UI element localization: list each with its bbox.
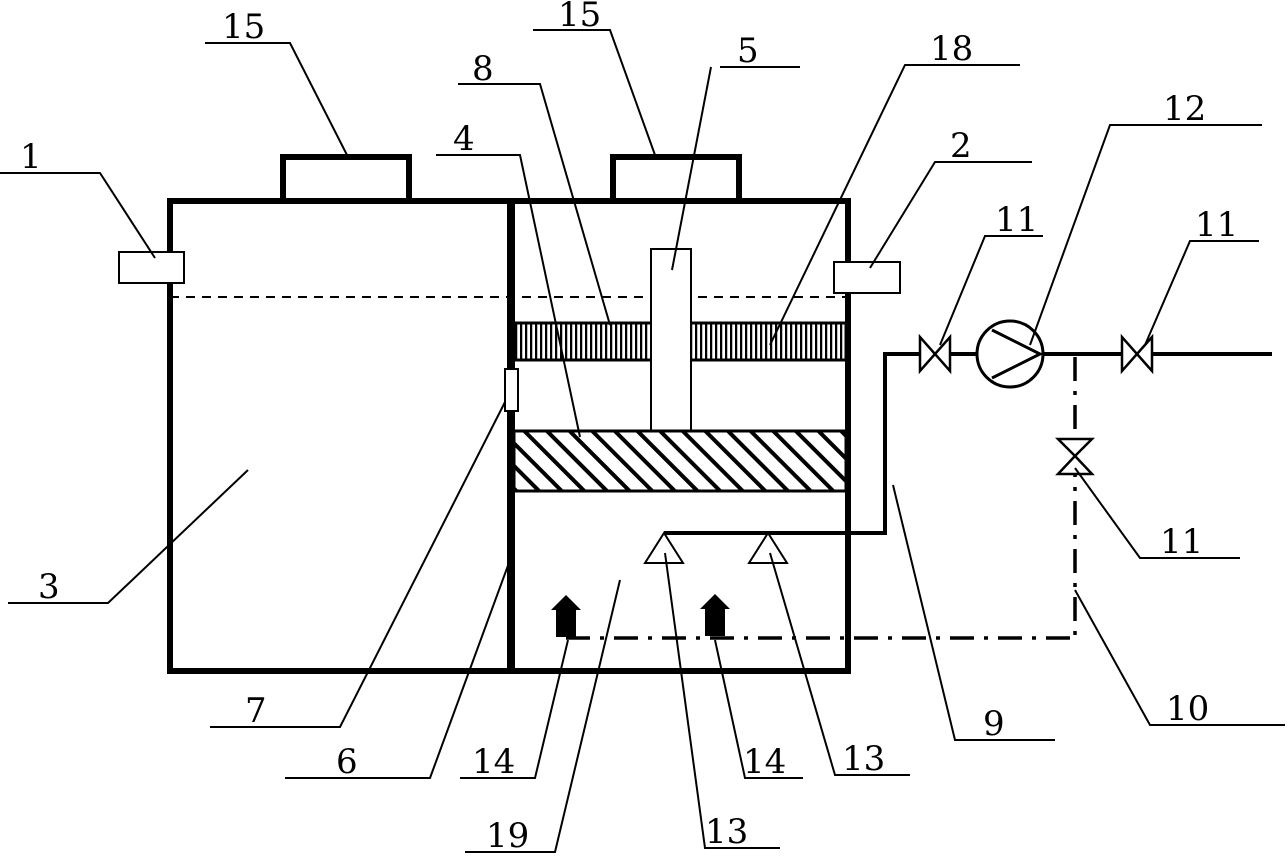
central-column bbox=[650, 248, 692, 432]
label-15-right: 15 bbox=[558, 0, 601, 35]
label-2: 2 bbox=[950, 126, 972, 166]
label-19: 19 bbox=[486, 816, 529, 856]
valve-vertical bbox=[1054, 437, 1096, 476]
diffuser-right bbox=[747, 531, 789, 564]
nozzle-right bbox=[700, 594, 730, 636]
diffuser-left bbox=[643, 531, 685, 564]
label-8: 8 bbox=[472, 49, 494, 89]
sensor-left bbox=[118, 251, 185, 284]
label-6: 6 bbox=[336, 742, 358, 782]
valve-right bbox=[1120, 333, 1154, 375]
label-14-left: 14 bbox=[472, 742, 515, 782]
label-11-right: 11 bbox=[1195, 205, 1238, 245]
label-11-left: 11 bbox=[995, 200, 1038, 240]
label-18: 18 bbox=[930, 29, 973, 69]
label-14-right: 14 bbox=[743, 742, 786, 782]
aeration-pipe bbox=[664, 352, 920, 535]
overflow-port bbox=[504, 368, 519, 412]
lid-left bbox=[280, 154, 412, 204]
label-13-bottom: 13 bbox=[705, 812, 748, 852]
label-13-right: 13 bbox=[842, 739, 885, 779]
label-5: 5 bbox=[737, 31, 759, 71]
label-3: 3 bbox=[38, 567, 60, 607]
label-1: 1 bbox=[20, 137, 42, 177]
label-15-left: 15 bbox=[222, 7, 265, 47]
sensor-right bbox=[833, 261, 901, 294]
leader-lines bbox=[0, 29, 1285, 853]
pump bbox=[975, 319, 1045, 389]
lid-right bbox=[610, 154, 742, 204]
label-7: 7 bbox=[245, 691, 267, 731]
label-4: 4 bbox=[453, 119, 475, 159]
label-10: 10 bbox=[1166, 689, 1209, 729]
label-9: 9 bbox=[983, 704, 1005, 744]
media-layer bbox=[512, 429, 848, 493]
label-11-lower: 11 bbox=[1160, 522, 1203, 562]
label-12: 12 bbox=[1163, 89, 1206, 129]
nozzle-left bbox=[551, 595, 581, 637]
valve-left bbox=[918, 333, 952, 375]
